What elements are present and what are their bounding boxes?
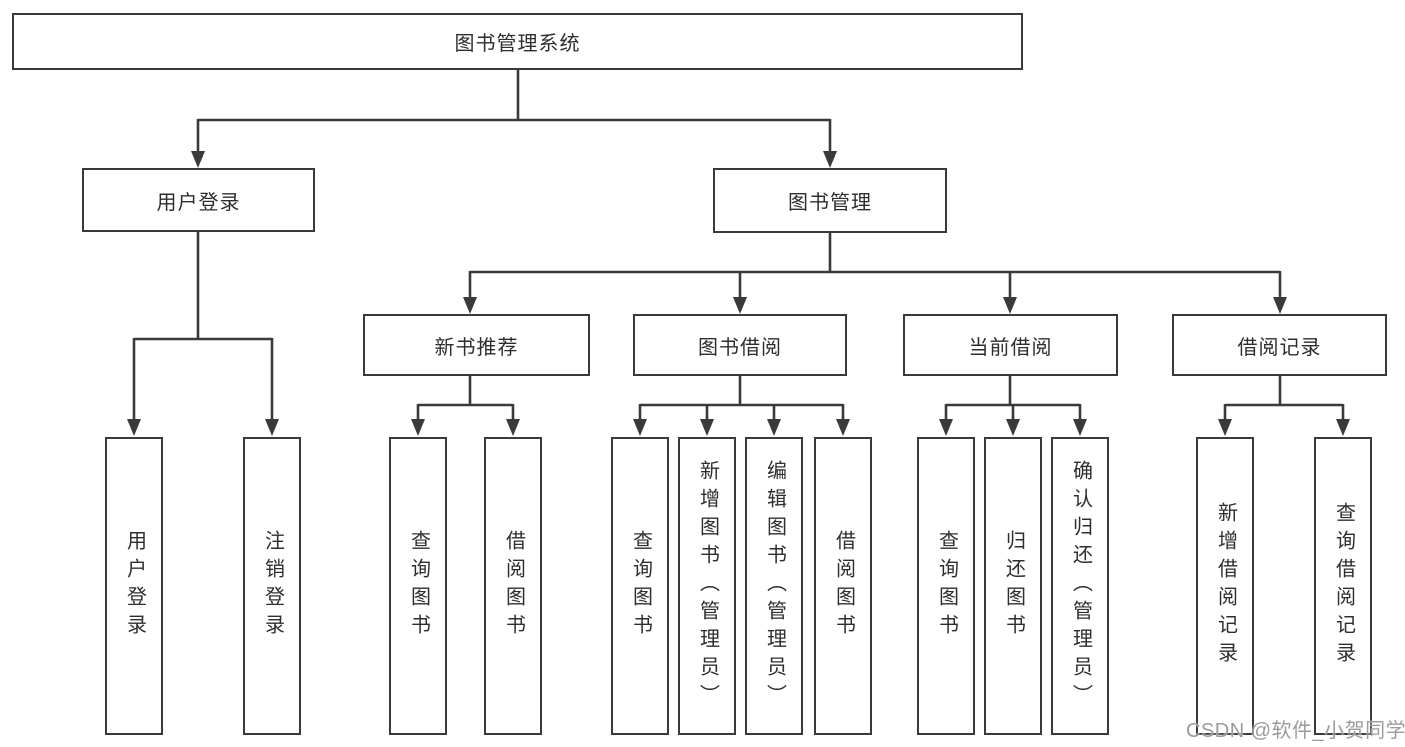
node-book-borrowing: 图书借阅 [633,314,847,376]
leaf-label: 新增图书（管理员） [696,460,719,712]
node-label: 用户登录 [156,191,241,214]
watermark: CSDN @软件_小贺同学 [1186,720,1405,742]
node-label: 新书推荐 [434,336,519,359]
node-borrowing-records: 借阅记录 [1172,314,1387,376]
node-user-login-branch: 用户登录 [82,168,315,232]
leaf-label: 用户登录 [123,530,146,642]
leaf-borrow-books-2: 借阅图书 [814,437,872,735]
leaf-label: 借阅图书 [502,530,525,642]
leaf-edit-book-admin: 编辑图书（管理员） [745,437,803,735]
leaf-label: 查询借阅记录 [1332,502,1355,670]
leaf-label: 查询图书 [935,530,958,642]
leaf-query-books-2: 查询图书 [611,437,669,735]
leaf-return-book: 归还图书 [984,437,1042,735]
leaf-user-login: 用户登录 [105,437,163,735]
leaf-add-borrow-record: 新增借阅记录 [1196,437,1254,735]
node-label: 借阅记录 [1237,336,1322,359]
node-library-management-system: 图书管理系统 [12,13,1023,70]
node-label: 图书管理系统 [454,33,581,55]
leaf-confirm-return-admin: 确认归还（管理员） [1051,437,1109,735]
leaf-borrow-books-1: 借阅图书 [484,437,542,735]
node-new-book-recommendation: 新书推荐 [363,314,590,376]
leaf-logout: 注销登录 [243,437,301,735]
leaf-label: 查询图书 [407,530,430,642]
leaf-query-borrow-record: 查询借阅记录 [1314,437,1372,735]
leaf-label: 查询图书 [629,530,652,642]
node-label: 图书借阅 [698,336,782,359]
leaf-label: 确认归还（管理员） [1069,460,1092,712]
leaf-query-books-1: 查询图书 [389,437,447,735]
node-label: 图书管理 [788,192,872,214]
leaf-label: 新增借阅记录 [1214,502,1237,670]
leaf-label: 编辑图书（管理员） [763,460,786,712]
node-current-borrowing: 当前借阅 [903,314,1118,376]
leaf-label: 归还图书 [1002,530,1025,642]
leaf-label: 借阅图书 [832,530,855,642]
leaf-add-book-admin: 新增图书（管理员） [678,437,736,735]
node-label: 当前借阅 [968,336,1053,359]
leaf-label: 注销登录 [261,530,284,642]
leaf-query-books-3: 查询图书 [917,437,975,735]
node-book-management: 图书管理 [713,168,947,233]
